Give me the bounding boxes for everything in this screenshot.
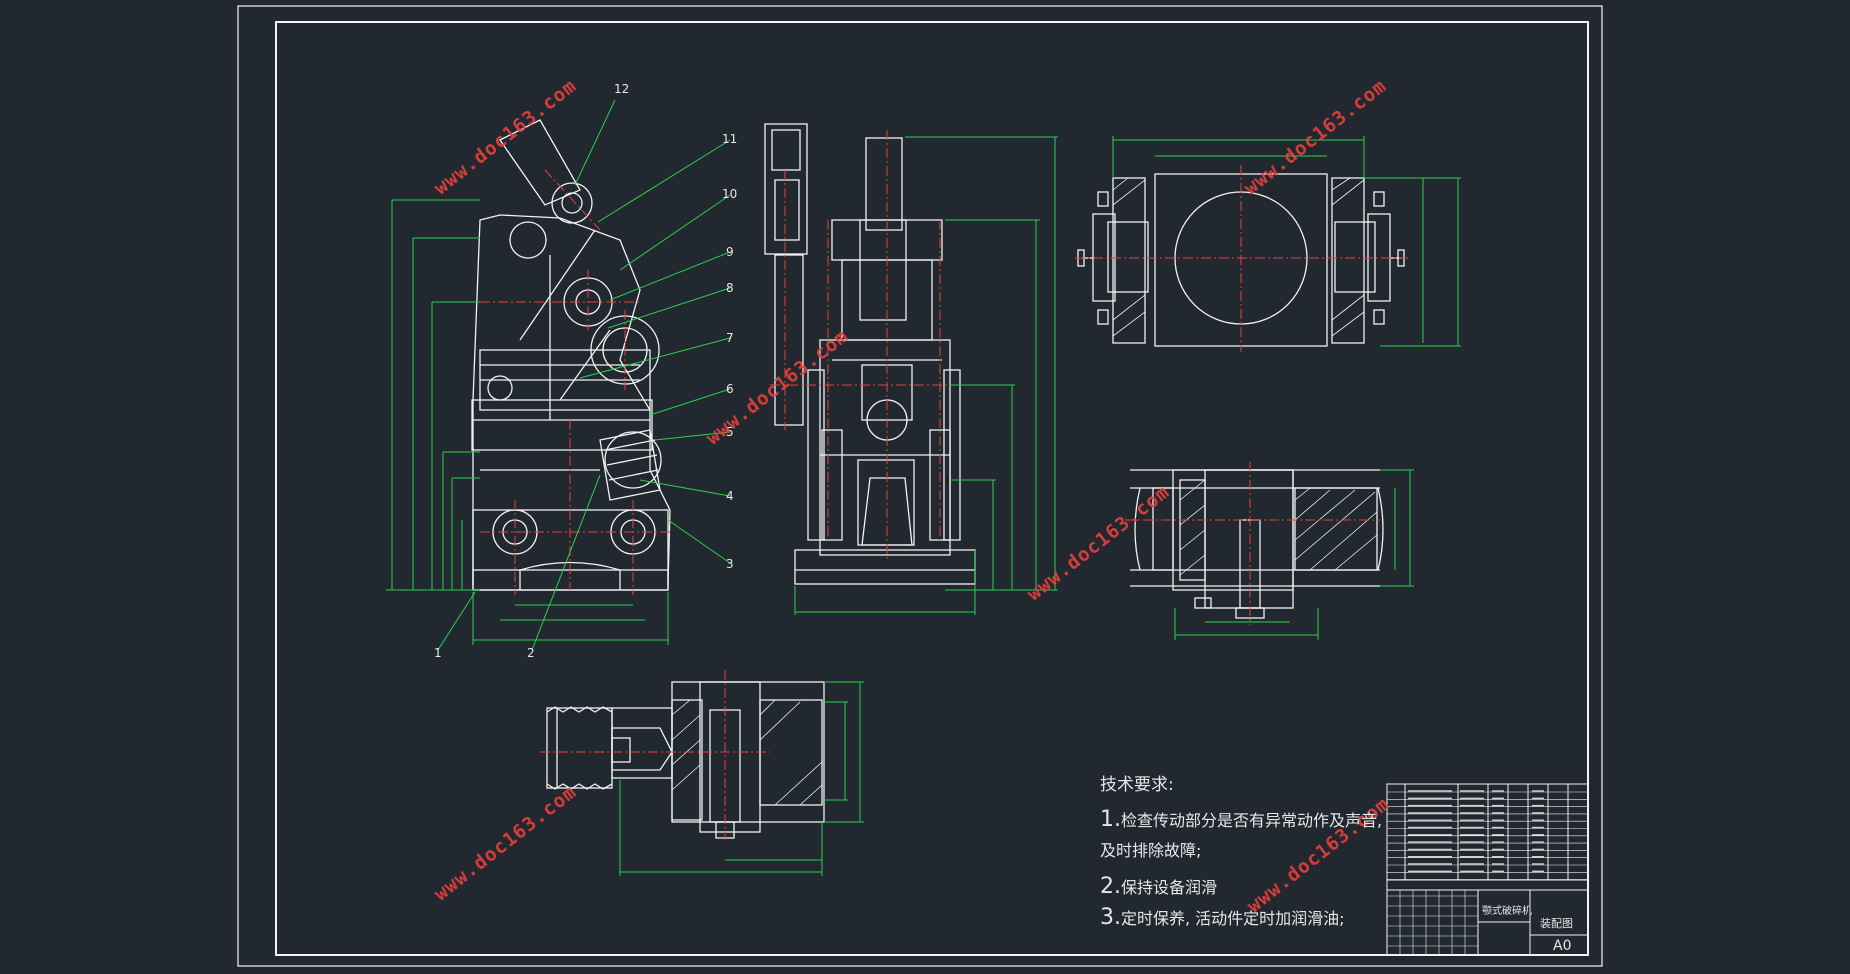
callout-1: 1 bbox=[434, 646, 442, 660]
title-block-sheet-size: A0 bbox=[1553, 938, 1572, 954]
top-right-dimensions bbox=[1112, 136, 1461, 347]
inner-frame bbox=[275, 21, 1589, 956]
tech-req-num-3: 3. bbox=[1100, 905, 1121, 930]
tech-req-text-2: 保持设备润滑 bbox=[1121, 878, 1218, 897]
parts-list-row-text bbox=[1408, 790, 1544, 872]
tech-req-num-1: 1. bbox=[1100, 807, 1121, 832]
middle-right-dimensions bbox=[1174, 469, 1414, 640]
top-right-hatch bbox=[1112, 177, 1365, 337]
side-view-centerlines bbox=[770, 130, 960, 560]
callout-6: 6 bbox=[726, 382, 734, 396]
tech-req-item-1-cont: 及时排除故障; bbox=[1100, 841, 1202, 860]
tech-req-title: 技术要求: bbox=[1100, 775, 1174, 795]
front-view-leaders bbox=[437, 99, 731, 651]
title-block-drawing-type: 装配图 bbox=[1540, 917, 1573, 930]
callout-7: 7 bbox=[726, 331, 734, 345]
callout-9: 9 bbox=[726, 245, 734, 259]
bottom-left-centerlines bbox=[540, 670, 770, 840]
technical-requirements: 技术要求: 1.检查传动部分是否有异常动作及声音, 及时排除故障; 2.保持设备… bbox=[1100, 770, 1382, 934]
front-view-centerlines bbox=[480, 169, 670, 595]
title-block-name: 颚式破碎机 bbox=[1482, 906, 1532, 917]
tech-req-num-2: 2. bbox=[1100, 874, 1121, 899]
callout-11: 11 bbox=[722, 132, 737, 146]
front-view-dimensions bbox=[386, 199, 669, 645]
tech-req-item-2: 2.保持设备润滑 bbox=[1100, 872, 1382, 903]
parts-list-rows bbox=[1387, 791, 1588, 880]
middle-right-centerlines bbox=[1125, 462, 1380, 625]
callout-8: 8 bbox=[726, 281, 734, 295]
part-callouts: 1 2 3 4 5 6 7 8 9 10 11 12 bbox=[434, 82, 737, 660]
bottom-left-dimensions bbox=[619, 681, 864, 876]
top-right-centerlines bbox=[1075, 165, 1408, 352]
callout-2: 2 bbox=[527, 646, 535, 660]
title-block-small-rows bbox=[1387, 890, 1478, 955]
tech-req-item-3: 3.定时保养, 活动件定时加润滑油; bbox=[1100, 903, 1382, 934]
side-view bbox=[764, 123, 976, 585]
title-block bbox=[1386, 783, 1589, 956]
side-view-dimensions bbox=[794, 136, 1058, 615]
callout-3: 3 bbox=[726, 557, 734, 571]
callout-4: 4 bbox=[726, 489, 734, 503]
callout-12: 12 bbox=[614, 82, 629, 96]
middle-right-section bbox=[1130, 469, 1384, 619]
bottom-left-view bbox=[546, 681, 825, 839]
tech-req-text-1: 检查传动部分是否有异常动作及声音, bbox=[1121, 811, 1383, 830]
outer-frame bbox=[237, 5, 1603, 967]
tech-req-text-3: 定时保养, 活动件定时加润滑油; bbox=[1121, 909, 1345, 928]
middle-right-hatch bbox=[1179, 479, 1378, 576]
front-view bbox=[471, 119, 671, 591]
tech-req-item-1: 1.检查传动部分是否有异常动作及声音, bbox=[1100, 805, 1382, 836]
callout-10: 10 bbox=[722, 187, 737, 201]
callout-5: 5 bbox=[726, 425, 734, 439]
